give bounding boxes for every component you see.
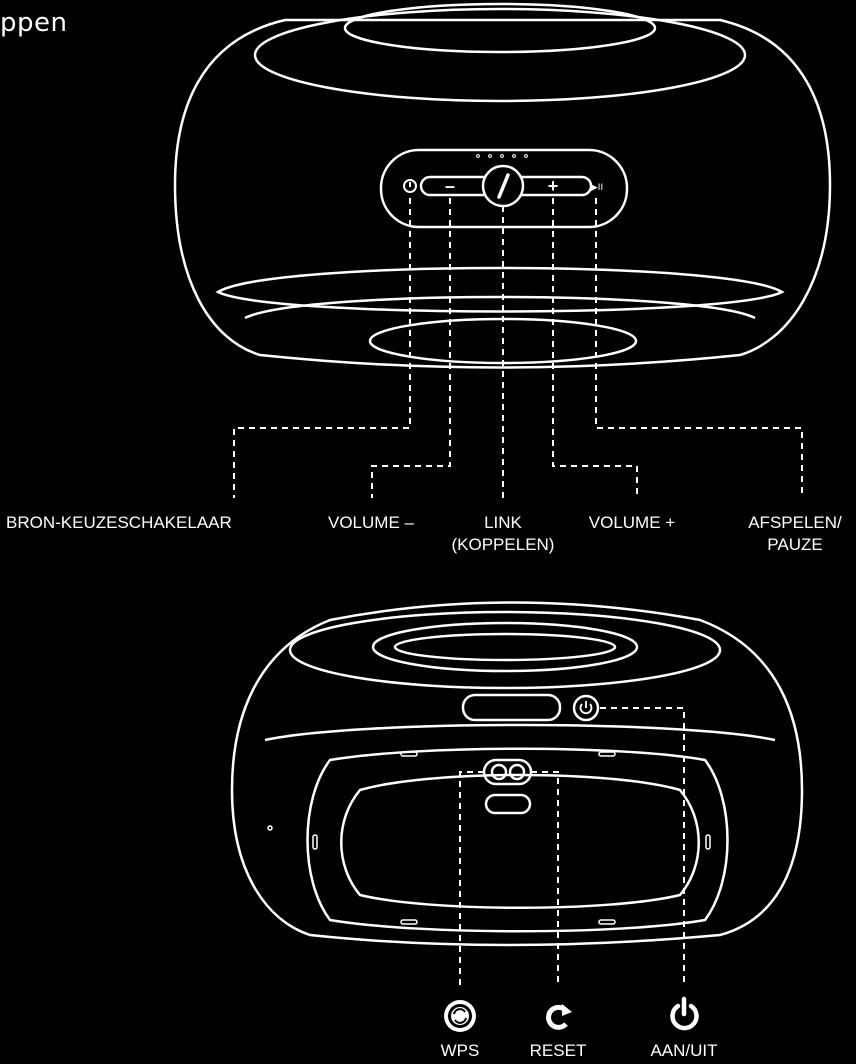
bottom-frame-inner: [340, 773, 700, 909]
speaker-bottom-view: [230, 601, 804, 947]
label-volume-down: VOLUME –: [328, 513, 414, 532]
label-source-selector: BRON-KEUZESCHAKELAAR: [6, 513, 232, 532]
volume-down-symbol[interactable]: –: [445, 176, 455, 196]
power-button[interactable]: [572, 694, 600, 722]
speaker-top-dome-inner: [343, 2, 657, 54]
control-panel: [379, 148, 629, 229]
top-leader-lines: [233, 198, 803, 500]
leader-source: [233, 198, 411, 498]
speaker-top-base-ring-2: [244, 295, 756, 320]
speaker-top-view: – + ▶II: [173, 2, 832, 369]
label-play-pause-line2: PAUZE: [767, 535, 823, 554]
speaker-bottom-dome-core: [393, 632, 617, 662]
speaker-bottom-dome-outer: [288, 610, 722, 690]
speaker-top-base-ring-1: [215, 266, 785, 313]
led-indicators: [476, 154, 528, 158]
label-volume-up: VOLUME +: [588, 513, 676, 532]
bottom-frame-outer: [306, 747, 729, 933]
leader-wps: [459, 771, 484, 985]
label-reset: RESET: [529, 1041, 587, 1060]
wps-button[interactable]: [490, 763, 508, 781]
leader-reset: [531, 771, 559, 985]
label-wps: WPS: [440, 1041, 480, 1060]
page-title: ppen: [0, 8, 68, 38]
leader-volume-down: [371, 198, 451, 498]
bottom-slot: [484, 793, 532, 815]
reset-icon: [546, 1004, 572, 1030]
play-pause-icon[interactable]: ▶II: [591, 183, 603, 193]
wps-icon: [444, 1000, 476, 1032]
power-button-icon: [579, 701, 593, 715]
label-power: AAN/UIT: [650, 1041, 718, 1060]
port-cover: [461, 693, 562, 722]
leader-play-pause: [595, 198, 803, 498]
label-link-line2: (KOPPELEN): [451, 535, 555, 554]
leader-volume-up: [552, 198, 638, 498]
label-link-line1: LINK: [484, 513, 522, 532]
speaker-bottom-dome-inner: [371, 621, 639, 673]
speaker-top-body: [173, 18, 832, 369]
label-play-pause-line1: AFSPELEN/: [748, 513, 842, 532]
bottom-shell-line: [264, 723, 776, 742]
bottom-side-dot: [267, 825, 273, 831]
leader-power: [600, 707, 685, 985]
source-icon[interactable]: [403, 179, 417, 193]
speaker-top-dome-outer: [253, 7, 747, 103]
bottom-leader-lines: [459, 707, 685, 985]
link-icon: [497, 173, 510, 199]
speaker-bottom-body: [230, 601, 804, 947]
volume-up-symbol[interactable]: +: [548, 176, 559, 196]
reset-button[interactable]: [508, 763, 526, 781]
power-icon: [670, 996, 699, 1031]
